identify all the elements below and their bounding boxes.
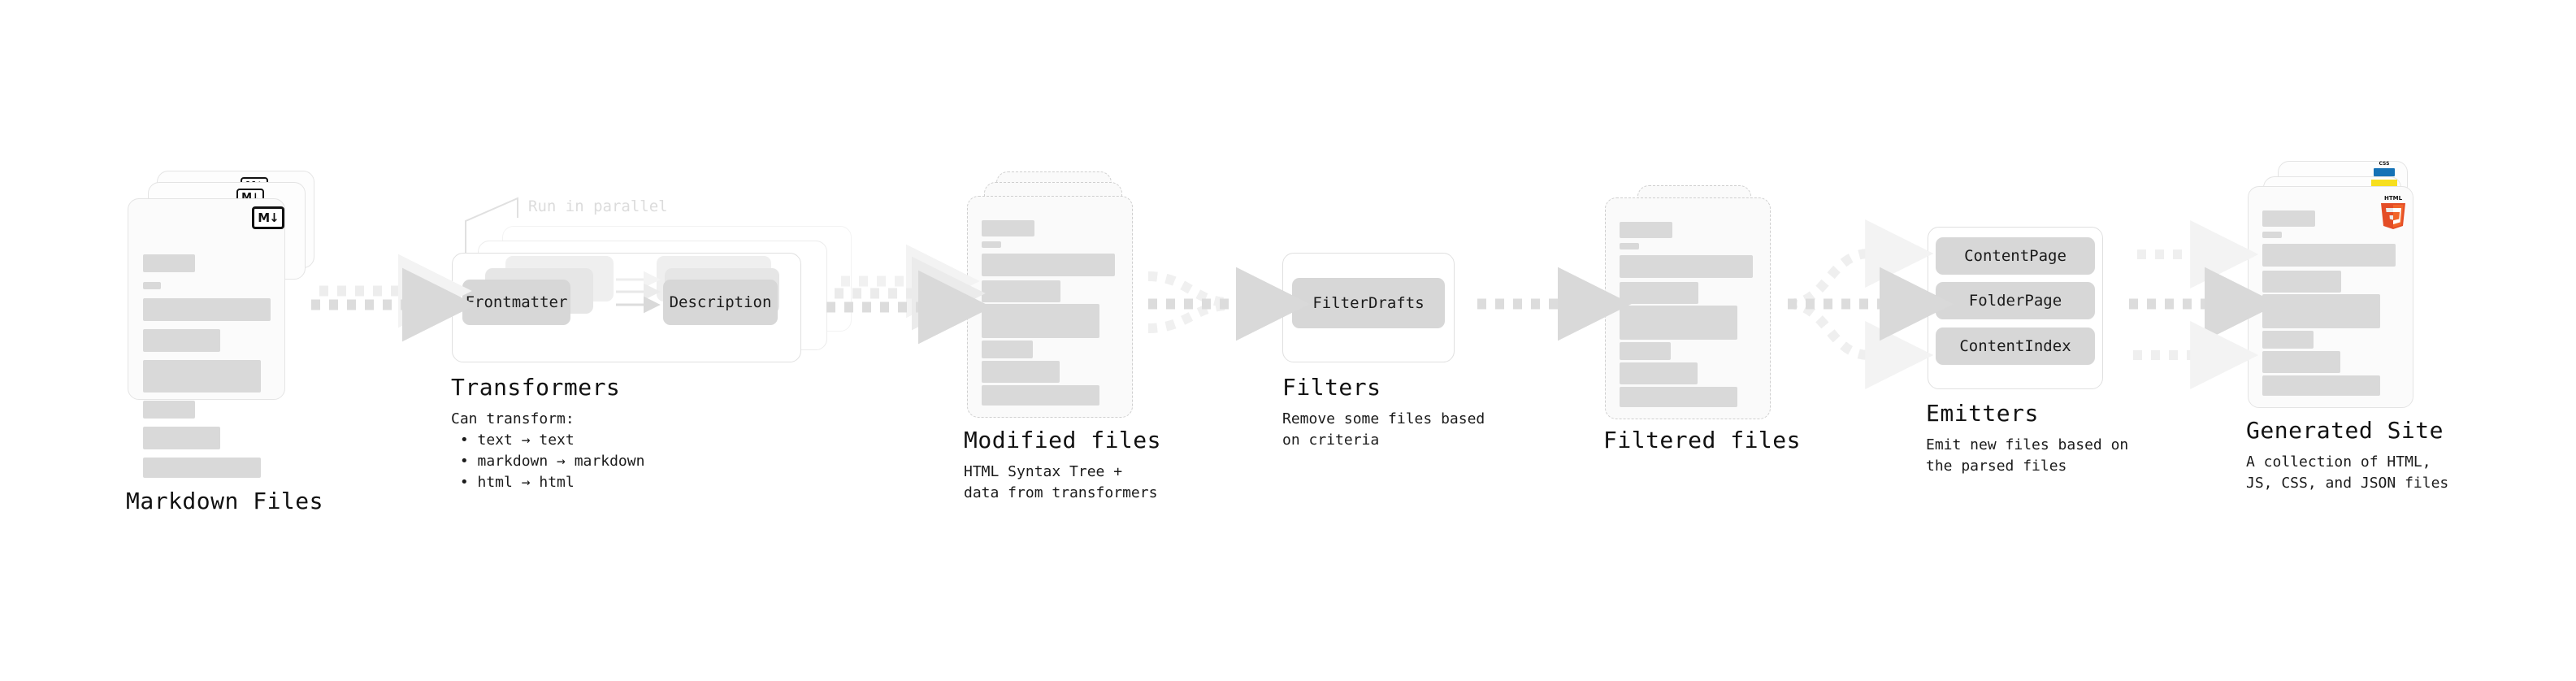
filters-subtitle: Remove some files based on criteria [1282, 410, 1485, 449]
filter-chip-filterdrafts[interactable]: FilterDrafts [1292, 278, 1445, 328]
doc-bar [1620, 342, 1671, 360]
doc-bar [143, 360, 261, 393]
emitter-chip-folderpage[interactable]: FolderPage [1936, 282, 2095, 319]
emitters-subtitle: Emit new files based on the parsed files [1926, 436, 2129, 475]
css3-logo-icon: CSS [2374, 161, 2395, 176]
transformers-subtitle: Can transform: • text → text • markdown … [451, 410, 645, 492]
filtered-files-title: Filtered files [1603, 427, 1802, 453]
html5-logo-icon: HTML [2381, 195, 2405, 229]
emitters-title: Emitters [1926, 400, 2039, 427]
doc-bar [2262, 232, 2282, 238]
doc-bar [1620, 255, 1753, 278]
doc-bar [143, 401, 195, 419]
doc-bar [2262, 244, 2396, 267]
doc-bar [1620, 387, 1737, 407]
doc-bar [2262, 375, 2380, 396]
doc-bar [982, 220, 1034, 236]
markdown-files-title: Markdown Files [126, 488, 324, 514]
doc-bar [143, 254, 195, 272]
doc-bar [143, 298, 271, 321]
doc-bar [982, 254, 1115, 276]
run-in-parallel-label: Run in parallel [528, 197, 668, 215]
filters-title: Filters [1282, 374, 1381, 401]
dashed-arrow-icon-filtered-to-emitters [1787, 219, 1954, 389]
generated-site-title: Generated Site [2246, 417, 2444, 444]
transformers-title: Transformers [451, 374, 621, 401]
generated-site-subtitle: A collection of HTML, JS, CSS, and JSON … [2246, 453, 2449, 492]
css3-logo-text: CSS [2379, 161, 2390, 167]
doc-bar [2262, 351, 2340, 373]
doc-bar [143, 329, 220, 352]
doc-bar [1620, 282, 1698, 304]
transformer-chip-frontmatter[interactable]: Frontmatter [462, 280, 570, 325]
doc-bar [143, 427, 220, 449]
doc-bar [982, 340, 1033, 358]
emitter-chip-contentpage[interactable]: ContentPage [1936, 237, 2095, 275]
doc-bar [143, 282, 161, 289]
doc-bar [1620, 243, 1639, 249]
doc-bar [1620, 222, 1672, 238]
emitter-chip-contentindex[interactable]: ContentIndex [1936, 327, 2095, 365]
doc-bar [2262, 210, 2315, 227]
doc-bar [1620, 306, 1737, 340]
modified-files-title: Modified files [964, 427, 1162, 453]
doc-bar [2262, 331, 2314, 349]
doc-bar [982, 385, 1099, 406]
doc-bar [982, 361, 1060, 383]
dashed-arrow-icon-md-to-transformers [311, 254, 476, 342]
svg-text:HTML: HTML [2384, 195, 2403, 202]
markdown-badge-icon: M↓ [252, 206, 284, 229]
doc-bar [982, 280, 1060, 302]
dashed-arrow-icon-modified-to-filters [1147, 267, 1310, 341]
doc-bar [143, 458, 261, 478]
doc-bar [1620, 362, 1698, 384]
doc-bar [982, 241, 1001, 248]
dashed-arrow-icon-emitters-to-site [2129, 220, 2279, 389]
doc-bar [982, 304, 1099, 338]
doc-bar [2262, 294, 2380, 328]
doc-bar [2262, 271, 2341, 293]
modified-files-subtitle: HTML Syntax Tree + data from transformer… [964, 463, 1158, 502]
transformer-chip-description[interactable]: Description [663, 280, 778, 325]
